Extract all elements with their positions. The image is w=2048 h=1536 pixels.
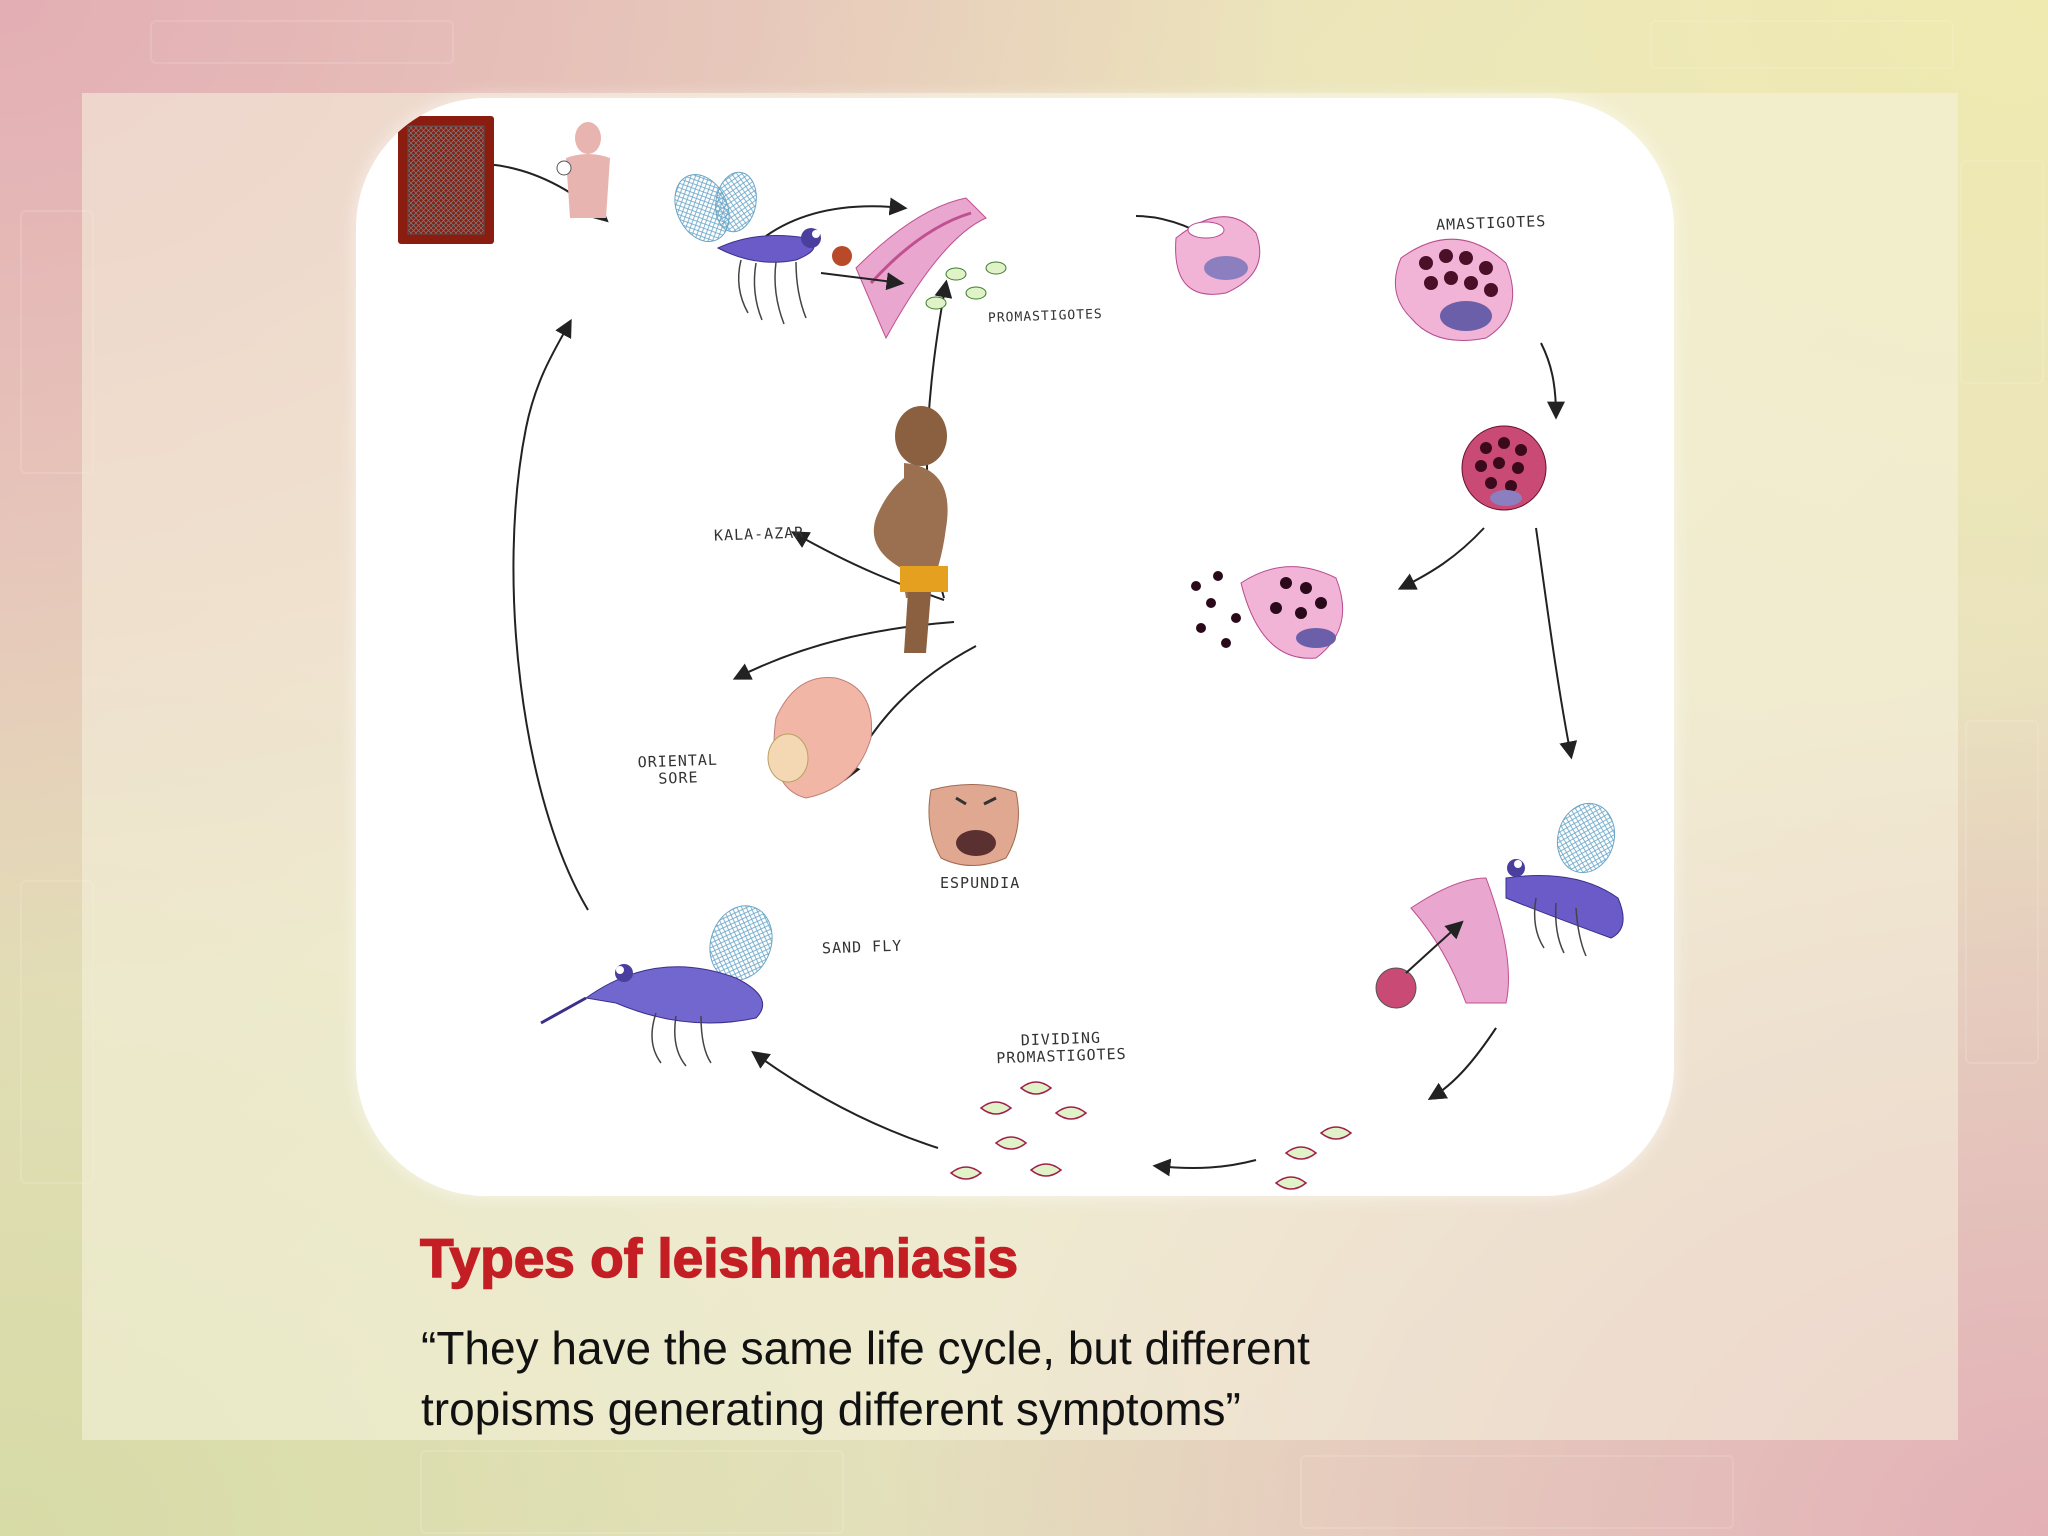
sand-fly-icon	[540, 905, 773, 1067]
life-cycle-diagram: PROMASTIGOTES AMASTIGOTES KALA-AZAR ORIE…	[356, 98, 1674, 1196]
macrophage-icon	[1175, 216, 1261, 295]
skin-tissue-icon	[1375, 877, 1509, 1009]
macrophage-icon	[1461, 425, 1547, 511]
arm-lesion-icon	[767, 677, 873, 799]
label-kala-azar: KALA-AZAR	[713, 523, 805, 545]
skin-tissue-icon	[820, 197, 987, 340]
label-oriental-sore: ORIENTAL SORE	[637, 751, 718, 789]
sand-fly-icon	[1505, 802, 1624, 957]
sand-fly-icon	[674, 171, 852, 325]
label-oriental-sore-line2: SORE	[658, 768, 699, 788]
macrophage-icon	[1191, 566, 1344, 659]
promastigotes-icon	[925, 261, 1007, 310]
quote-line-1: “They have the same life cycle, but diff…	[421, 1322, 1310, 1374]
label-sand-fly: SAND FLY	[821, 936, 903, 958]
label-dividing-promastigotes: DIVIDING PROMASTIGOTES	[995, 1029, 1127, 1068]
label-espundia: ESPUNDIA	[940, 874, 1021, 892]
human-host-icon	[556, 122, 610, 218]
slide-title: Types of leishmaniasis	[419, 1226, 1019, 1290]
macrophage-icon	[1394, 238, 1514, 341]
quote-line-2: tropisms generating different symptoms”	[421, 1383, 1241, 1435]
promastigotes-icon	[949, 1081, 1353, 1190]
face-icon	[928, 784, 1019, 866]
slide-quote: “They have the same life cycle, but diff…	[421, 1318, 1521, 1440]
window-icon	[398, 116, 494, 244]
child-icon	[873, 406, 948, 653]
